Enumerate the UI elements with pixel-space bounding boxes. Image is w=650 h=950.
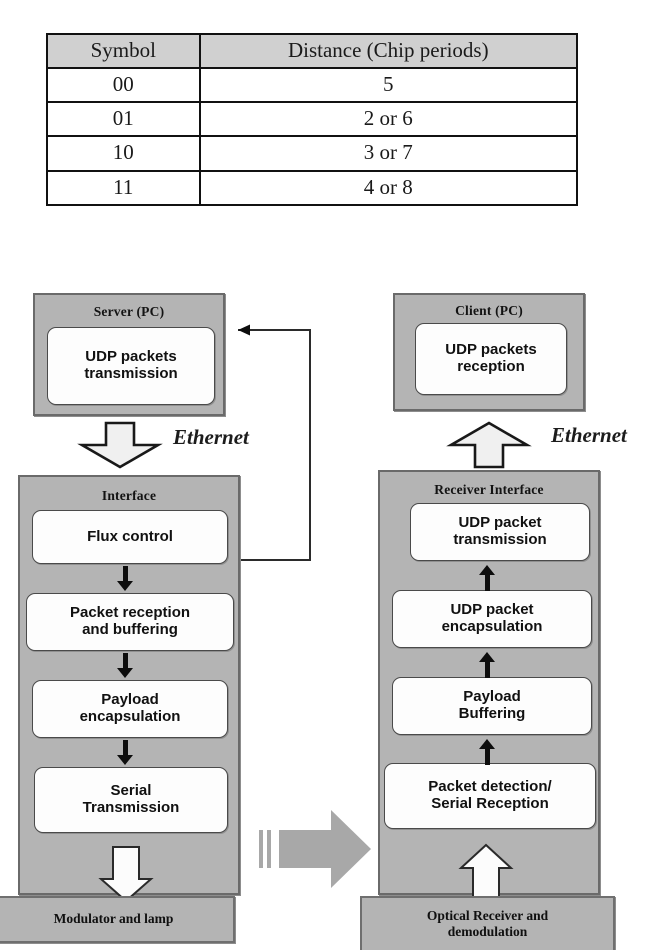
server-pc-panel: Server (PC) UDP packets transmission (33, 293, 225, 416)
payload-encapsulation-box: Payload encapsulation (32, 680, 228, 738)
flux-control-box: Flux control (32, 510, 228, 564)
cell-symbol: 01 (46, 101, 201, 138)
transmitter-interface-panel: Interface Flux control Packet reception … (18, 475, 240, 895)
packet-detection-serial-reception-box: Packet detection/ Serial Reception (384, 763, 596, 829)
table-header-distance: Distance (Chip periods) (198, 32, 579, 70)
ethernet-label-left: Ethernet (173, 425, 249, 449)
cell-symbol: 10 (46, 135, 201, 172)
udp-packets-reception-box: UDP packets reception (415, 323, 567, 395)
udp-packet-encapsulation-box: UDP packet encapsulation (392, 590, 592, 648)
flux-control-feedback-line (218, 321, 328, 567)
ethernet-down-arrow-icon (74, 421, 166, 469)
cell-distance: 5 (198, 67, 579, 104)
serial-transmission-box: Serial Transmission (34, 767, 228, 833)
arrow-packet-reception-to-payload (117, 653, 133, 679)
client-pc-title: Client (PC) (455, 303, 523, 318)
arrow-payload-to-serial-transmission (117, 740, 133, 766)
cell-distance: 4 or 8 (198, 169, 579, 206)
cell-distance: 2 or 6 (198, 101, 579, 138)
receiver-interface-panel: Receiver Interface UDP packet transmissi… (378, 470, 600, 895)
modulator-and-lamp-device: Modulator and lamp (0, 896, 235, 943)
optical-link-arrow-icon (255, 808, 373, 890)
table-row: 00 5 (46, 67, 579, 104)
ethernet-up-arrow-icon (443, 421, 535, 469)
table-header-row: Symbol Distance (Chip periods) (46, 32, 579, 70)
table-header-symbol: Symbol (46, 32, 201, 70)
symbol-distance-table: Symbol Distance (Chip periods) 00 5 01 2… (46, 32, 579, 206)
arrow-optical-receiver-to-interface-icon (458, 843, 514, 903)
arrow-encapsulation-to-udp-transmission (479, 565, 495, 591)
cell-symbol: 00 (46, 67, 201, 104)
ethernet-label-right: Ethernet (551, 423, 627, 447)
arrow-interface-to-modulator-icon (98, 846, 154, 903)
arrow-packet-detection-to-payload-buffering (479, 739, 495, 765)
optical-receiver-demodulation-device: Optical Receiver and demodulation (360, 896, 615, 950)
arrow-payload-buffering-to-encapsulation (479, 652, 495, 678)
table-row: 10 3 or 7 (46, 135, 579, 172)
packet-reception-buffering-box: Packet reception and buffering (26, 593, 234, 651)
table-row: 11 4 or 8 (46, 169, 579, 206)
system-block-diagram: Server (PC) UDP packets transmission Cli… (0, 255, 650, 950)
udp-packet-transmission-box: UDP packet transmission (410, 503, 590, 561)
udp-packets-transmission-box: UDP packets transmission (47, 327, 215, 405)
payload-buffering-box: Payload Buffering (392, 677, 592, 735)
cell-symbol: 11 (46, 169, 201, 206)
client-pc-panel: Client (PC) UDP packets reception (393, 293, 585, 411)
table-row: 01 2 or 6 (46, 101, 579, 138)
arrow-flux-to-packet-reception (117, 566, 133, 592)
receiver-interface-title: Receiver Interface (434, 482, 544, 497)
interface-title: Interface (101, 488, 157, 503)
cell-distance: 3 or 7 (198, 135, 579, 172)
server-pc-title: Server (PC) (93, 304, 165, 319)
